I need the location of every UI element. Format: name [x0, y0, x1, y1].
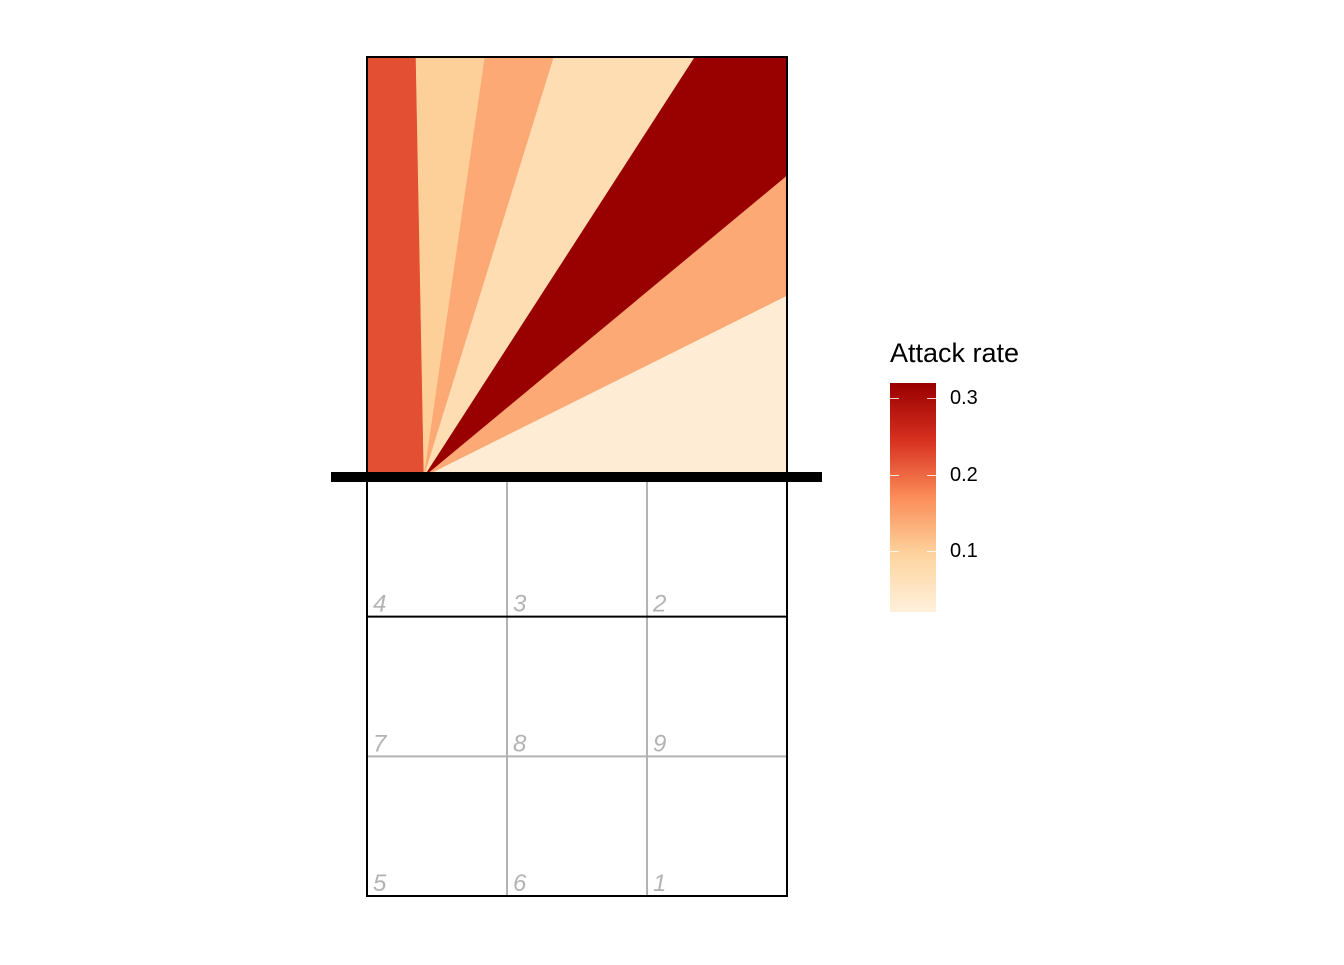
zone-label-1: 1 [653, 870, 666, 897]
zone-label-9: 9 [653, 730, 666, 757]
legend-colorbar [890, 383, 936, 612]
legend-tick-mark [890, 474, 936, 476]
legend-tick-mark [890, 398, 936, 400]
zone-label-8: 8 [513, 730, 527, 757]
legend-tick-label: 0.3 [950, 387, 978, 410]
zone-label-6: 6 [513, 870, 527, 897]
attack-sector-1 [366, 56, 425, 478]
zone-label-2: 2 [652, 591, 666, 618]
zone-label-4: 4 [373, 591, 386, 618]
legend-tick-label: 0.1 [950, 539, 978, 562]
legend-tick-label: 0.2 [950, 463, 978, 486]
attack-area-border [366, 56, 788, 477]
zone-label-7: 7 [373, 730, 388, 757]
zone-label-3: 3 [513, 591, 527, 618]
court-border [366, 477, 788, 897]
legend-title: Attack rate [890, 338, 1020, 368]
legend-tick-mark [890, 550, 936, 552]
zone-label-5: 5 [373, 870, 387, 897]
